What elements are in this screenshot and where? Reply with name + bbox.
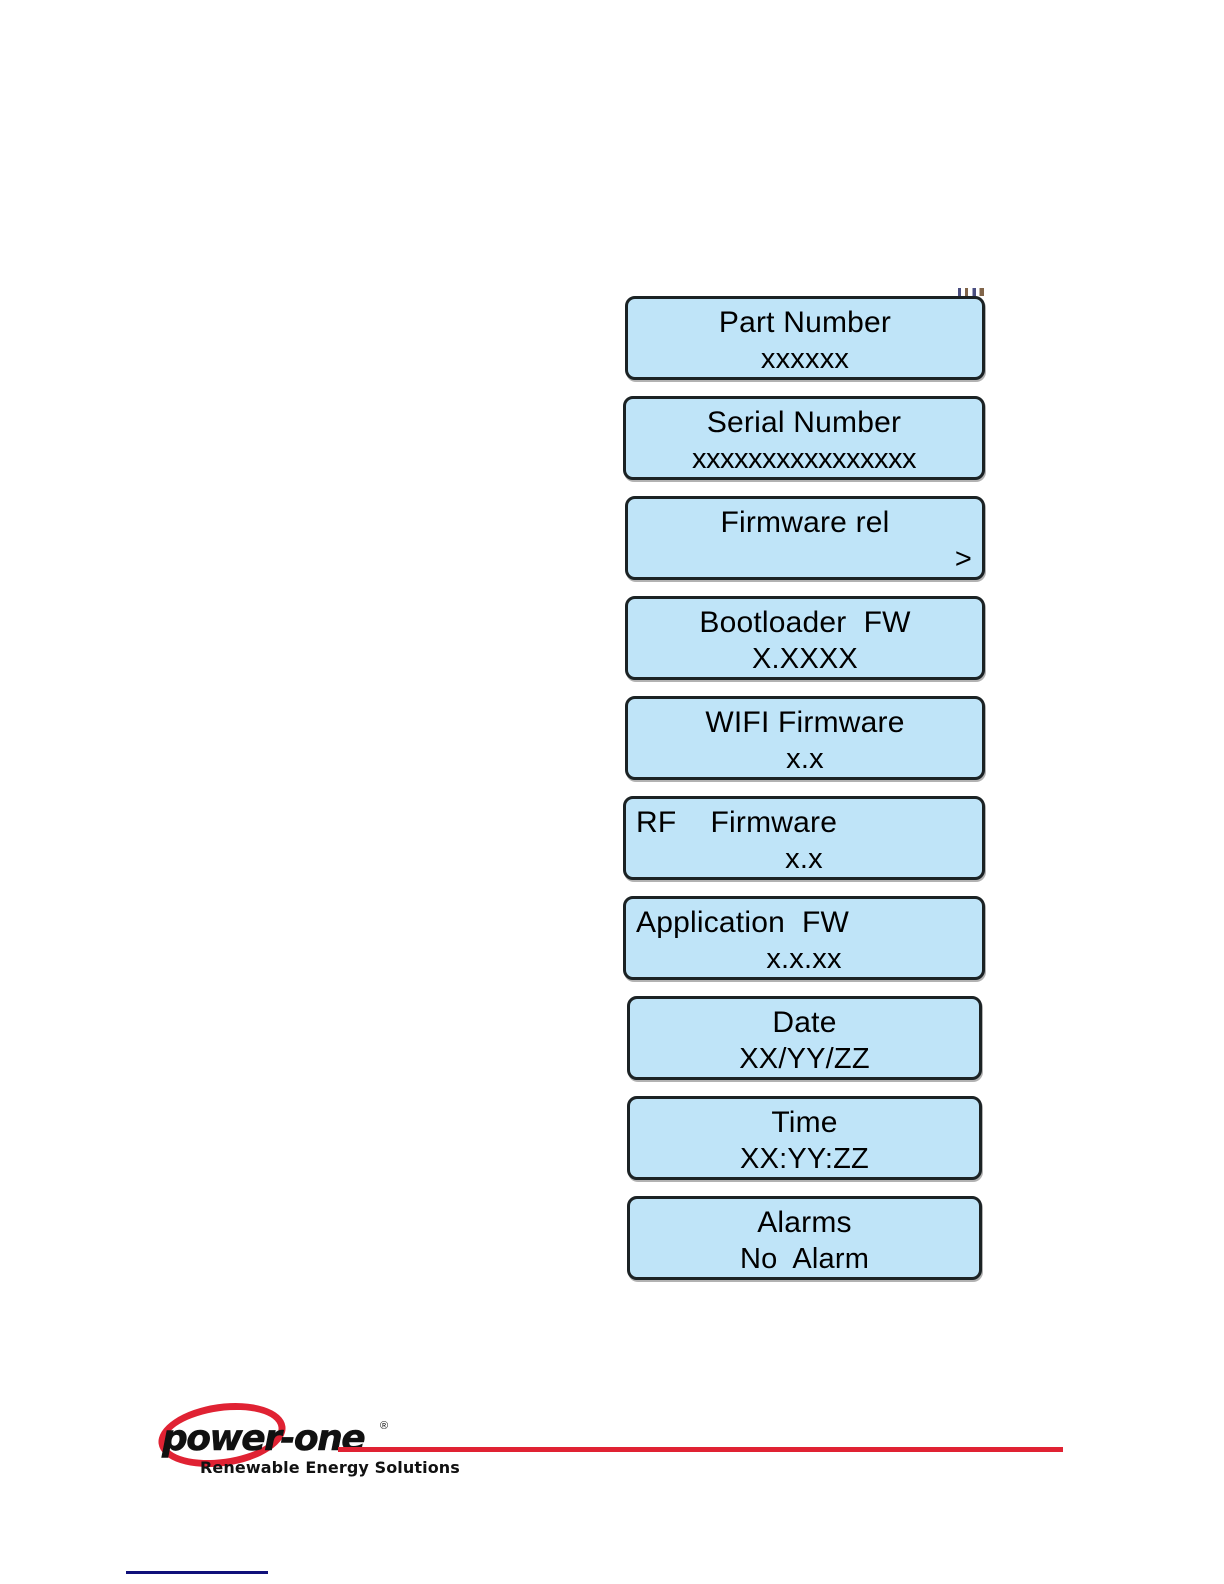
lcd-value-date: XX/YY/ZZ — [739, 1043, 870, 1075]
footnote-separator — [126, 1571, 268, 1574]
lcd-value-application-fw: x.x.xx — [766, 943, 842, 975]
lcd-title-firmware-rel: Firmware rel — [720, 506, 890, 539]
lcd-title-part-number: Part Number — [718, 306, 892, 339]
lcd-screen-alarms: Alarms No Alarm — [627, 1196, 982, 1280]
lcd-title-date: Date — [772, 1006, 837, 1039]
lcd-value-firmware-rel: > — [954, 543, 972, 575]
power-one-logo: power-one ® Renewable Energy Solutions — [152, 1395, 460, 1477]
lcd-screen-wifi-firmware: WIFI Firmware x.x — [625, 696, 985, 780]
logo-wordmark: power-one — [162, 1418, 366, 1460]
lcd-screen-part-number: Part Number xxxxxx — [625, 296, 985, 380]
lcd-title-bootloader-fw: Bootloader FW — [699, 606, 911, 639]
lcd-value-wifi-firmware: x.x — [786, 743, 824, 775]
lcd-value-part-number: xxxxxx — [760, 343, 850, 375]
lcd-screen-rf-firmware: RF Firmware x.x — [623, 796, 985, 880]
lcd-value-time: XX:YY:ZZ — [740, 1143, 869, 1175]
lcd-value-bootloader-fw: X.XXXX — [752, 643, 858, 675]
scan-artifact — [958, 288, 984, 296]
lcd-title-time: Time — [771, 1106, 838, 1139]
lcd-title-application-fw: Application FW — [636, 906, 850, 939]
lcd-value-alarms: No Alarm — [739, 1243, 870, 1275]
lcd-screen-serial-number: Serial Number xxxxxxxxxxxxxxxx — [623, 396, 985, 480]
logo-tagline: Renewable Energy Solutions — [200, 1458, 460, 1477]
lcd-value-rf-firmware: x.x — [785, 843, 823, 875]
lcd-screen-firmware-rel: Firmware rel > — [625, 496, 985, 580]
lcd-title-alarms: Alarms — [757, 1206, 852, 1239]
registered-trademark-icon: ® — [380, 1420, 389, 1432]
lcd-title-serial-number: Serial Number — [706, 406, 902, 439]
lcd-screen-bootloader-fw: Bootloader FW X.XXXX — [625, 596, 985, 680]
lcd-title-wifi-firmware: WIFI Firmware — [705, 706, 905, 739]
lcd-title-rf-firmware: RF Firmware — [636, 806, 838, 839]
lcd-value-serial-number: xxxxxxxxxxxxxxxx — [692, 443, 917, 475]
lcd-screen-application-fw: Application FW x.x.xx — [623, 896, 985, 980]
brand-rule-divider — [338, 1447, 1063, 1452]
